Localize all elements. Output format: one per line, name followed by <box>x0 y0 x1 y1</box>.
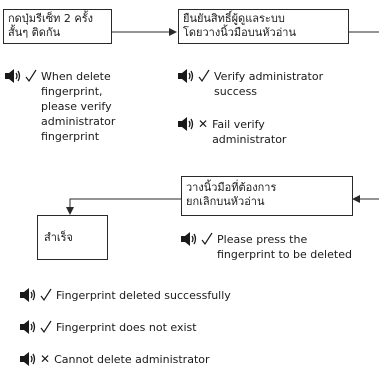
speaker-icon <box>20 352 36 366</box>
note-deleted-ok: Fingerprint deleted successfully <box>20 288 231 303</box>
box-verify-admin: ยืนยันสิทธิ์ผู้ดูแลระบบ โดยวางนิ้วมือบนห… <box>178 9 349 44</box>
note-verify-fail-text: Fail verify administrator <box>212 118 287 146</box>
cross-icon: ✕ <box>198 117 209 131</box>
arrow-place-to-success <box>66 198 181 215</box>
check-icon <box>40 320 52 334</box>
box-place-finger: วางนิ้วมือที่ต้องการ ยกเลิกบนหัวอ่าน <box>181 176 353 216</box>
note-deleted-ok-text: Fingerprint deleted successfully <box>56 289 231 302</box>
success-label: สำเร็จ <box>44 230 74 244</box>
check-icon <box>40 288 52 302</box>
check-icon <box>201 232 213 246</box>
note-not-exist: Fingerprint does not exist <box>20 320 197 335</box>
check-icon <box>198 69 210 83</box>
note-when-delete: When delete fingerprint, please verify a… <box>5 69 115 144</box>
speaker-icon <box>20 288 36 302</box>
speaker-icon <box>5 69 21 83</box>
note-verify-fail: ✕ Fail verify administrator <box>178 117 286 147</box>
note-cannot-delete-admin-text: Cannot delete administrator <box>54 353 210 366</box>
note-press-delete: Please press the fingerprint to be delet… <box>181 232 352 262</box>
note-not-exist-text: Fingerprint does not exist <box>56 321 197 334</box>
cross-icon: ✕ <box>40 352 51 366</box>
note-cannot-delete-admin: ✕ Cannot delete administrator <box>20 352 210 367</box>
note-verify-success: Verify administrator success <box>178 69 323 99</box>
note-verify-success-text: Verify administrator success <box>214 70 324 98</box>
check-icon <box>25 69 37 83</box>
speaker-icon <box>181 232 197 246</box>
speaker-icon <box>178 117 194 131</box>
box-success: สำเร็จ <box>37 215 108 260</box>
note-press-delete-text: Please press the fingerprint to be delet… <box>217 233 352 261</box>
speaker-icon <box>178 69 194 83</box>
box-press-reset-button: กดปุ่มรีเซ็ท 2 ครั้ง สั้นๆ ติดกัน <box>3 9 112 44</box>
note-when-delete-text: When delete fingerprint, please verify a… <box>41 70 116 143</box>
speaker-icon <box>20 320 36 334</box>
